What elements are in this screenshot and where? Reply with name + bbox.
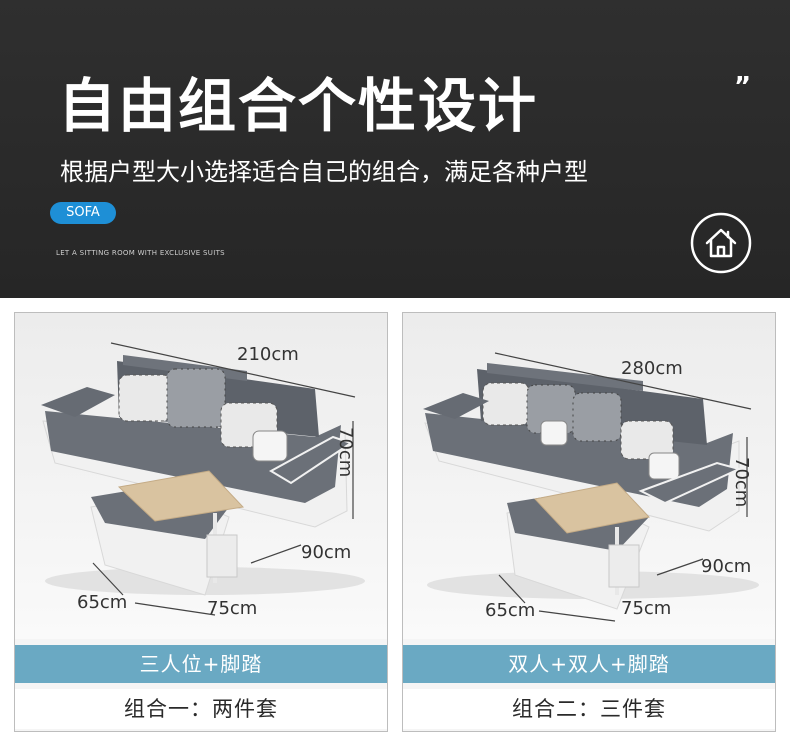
combo-card-2: 280cm 70cm 90cm 65cm 75cm 双人+双人+脚踏 组合二：三… [402, 312, 776, 732]
headline: 自由组合个性设计 [58, 72, 539, 140]
combo-caption: 组合一：两件套 [15, 689, 387, 729]
dim-depth: 90cm [701, 556, 752, 577]
combo-card-1: 210cm 70cm 90cm 65cm 75cm 三人位+脚踏 组合一：两件套 [14, 312, 388, 732]
sofa-tag: SOFA [50, 202, 116, 224]
sofa-illustration [41, 342, 365, 616]
dim-height: 70cm [731, 457, 752, 508]
sofa-photo: 210cm 70cm 90cm 65cm 75cm [15, 313, 387, 639]
tagline: LET A SITTING ROOM WITH EXCLUSIVE SUITS [56, 249, 225, 257]
dim-width: 210cm [237, 344, 299, 365]
dim-depth: 90cm [301, 542, 352, 563]
combo-caption: 组合二：三件套 [403, 689, 775, 729]
home-icon [690, 212, 752, 274]
dim-width: 280cm [621, 358, 683, 379]
hero-banner: 自由组合个性设计 ” 根据户型大小选择适合自己的组合，满足各种户型 SOFA L… [0, 0, 790, 298]
sofa-illustration [423, 352, 759, 622]
dim-ottoman-length: 75cm [207, 598, 258, 619]
dim-ottoman-length: 75cm [621, 598, 672, 619]
dim-height: 70cm [335, 427, 356, 478]
subheadline: 根据户型大小选择适合自己的组合，满足各种户型 [60, 158, 588, 186]
dim-ottoman-width: 65cm [485, 600, 536, 621]
combo-band: 双人+双人+脚踏 [403, 645, 775, 683]
combo-band: 三人位+脚踏 [15, 645, 387, 683]
quote-mark: ” [734, 72, 752, 102]
dim-ottoman-width: 65cm [77, 592, 128, 613]
sofa-photo: 280cm 70cm 90cm 65cm 75cm [403, 313, 775, 639]
